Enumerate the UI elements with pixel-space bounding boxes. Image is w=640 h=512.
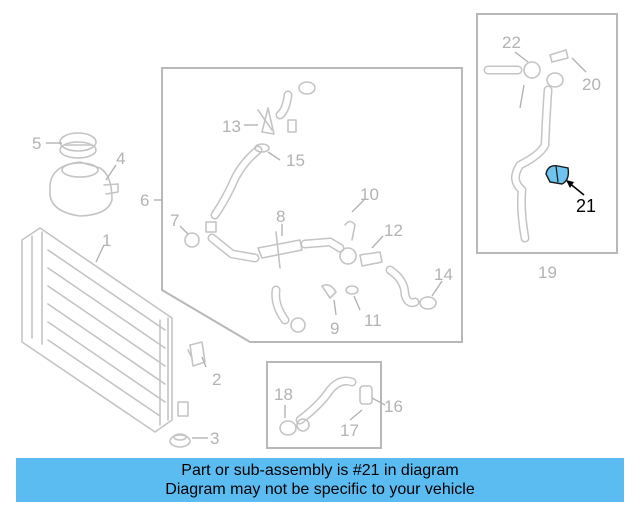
label-7: 7 bbox=[170, 211, 179, 230]
label-15: 15 bbox=[286, 151, 305, 170]
callout-labels: 1 2 3 4 5 6 7 8 9 10 11 12 13 14 15 16 1… bbox=[32, 33, 601, 448]
expansion-tank-cap bbox=[59, 132, 97, 159]
info-banner: Part or sub-assembly is #21 in diagram D… bbox=[16, 458, 624, 502]
group-6-parts bbox=[184, 81, 437, 333]
label-14: 14 bbox=[434, 265, 453, 284]
banner-line-1: Part or sub-assembly is #21 in diagram bbox=[181, 462, 459, 479]
mount-bracket bbox=[187, 341, 206, 367]
group-box-19 bbox=[476, 13, 618, 254]
label-20: 20 bbox=[582, 75, 601, 94]
label-3: 3 bbox=[210, 429, 219, 448]
rubber-bushing bbox=[169, 433, 191, 448]
label-1: 1 bbox=[102, 231, 111, 250]
label-12: 12 bbox=[384, 221, 403, 240]
label-2: 2 bbox=[212, 370, 221, 389]
label-16: 16 bbox=[384, 397, 403, 416]
label-17: 17 bbox=[340, 421, 359, 440]
radiator bbox=[21, 227, 189, 433]
label-22: 22 bbox=[502, 33, 521, 52]
expansion-tank bbox=[49, 161, 119, 217]
label-10: 10 bbox=[360, 185, 379, 204]
label-8: 8 bbox=[276, 207, 285, 226]
group-16-parts bbox=[279, 376, 373, 436]
label-5: 5 bbox=[32, 134, 41, 153]
label-13: 13 bbox=[222, 117, 241, 136]
label-19: 19 bbox=[538, 263, 557, 282]
group-box-6 bbox=[161, 67, 463, 343]
group-box-16 bbox=[266, 361, 382, 449]
label-18: 18 bbox=[274, 385, 293, 404]
clamp-21-highlighted[interactable] bbox=[545, 164, 570, 185]
group-19-parts bbox=[483, 49, 569, 243]
label-9: 9 bbox=[330, 319, 339, 338]
leader-lines bbox=[46, 51, 587, 439]
label-11: 11 bbox=[364, 311, 382, 330]
label-4: 4 bbox=[116, 149, 125, 168]
label-21: 21 bbox=[576, 196, 596, 216]
label-6: 6 bbox=[140, 191, 149, 210]
banner-line-2: Diagram may not be specific to your vehi… bbox=[165, 481, 475, 498]
